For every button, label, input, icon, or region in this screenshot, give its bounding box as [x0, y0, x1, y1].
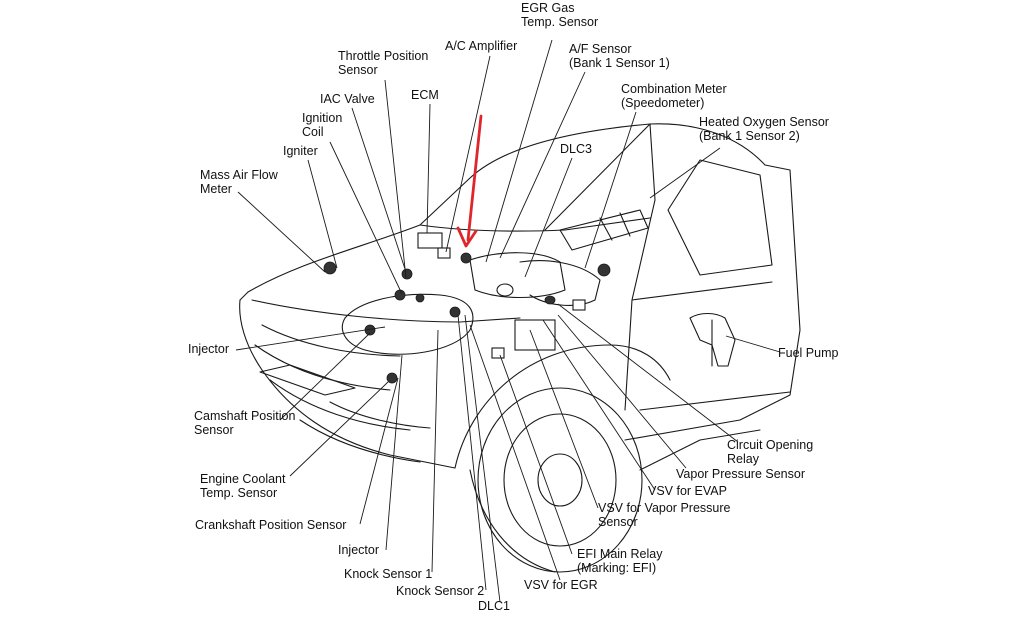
components: [323, 232, 611, 384]
label-knock-sensor-1: Knock Sensor 1: [344, 567, 433, 581]
label-vsv-for-vapor-pressure-sensor: VSV for Vapor Pressure Sensor: [598, 501, 731, 529]
leader-lines: [235, 39, 781, 603]
label-mass-air-flow-meter: Mass Air Flow Meter: [200, 168, 278, 196]
label-ecm: ECM: [411, 88, 439, 102]
vsv-part: [544, 295, 556, 305]
egr-box: [572, 299, 586, 311]
label-engine-coolant-temp-sensor: Engine Coolant Temp. Sensor: [200, 472, 286, 500]
label-vsv-for-egr: VSV for EGR: [524, 578, 598, 592]
label-vapor-pressure-sensor: Vapor Pressure Sensor: [676, 467, 805, 481]
label-ignition-coil: Ignition Coil: [302, 111, 343, 139]
label-ac-amplifier: A/C Amplifier: [445, 39, 518, 53]
label-igniter: Igniter: [283, 144, 318, 158]
label-af-sensor: A/F Sensor (Bank 1 Sensor 1): [569, 42, 670, 70]
evap-canister: [514, 319, 556, 351]
label-fuel-pump: Fuel Pump: [778, 346, 839, 360]
label-crankshaft-position-sensor: Crankshaft Position Sensor: [195, 518, 347, 532]
dlc3-connector: [496, 283, 514, 297]
label-egr-gas-temp-sensor: EGR Gas Temp. Sensor: [521, 1, 599, 29]
igniter-part: [415, 293, 425, 303]
maf-meter-part: [323, 261, 337, 275]
ecm-box: [417, 232, 443, 249]
label-circuit-opening-relay: Circuit Opening Relay: [727, 438, 814, 466]
label-iac-valve: IAC Valve: [320, 92, 375, 106]
label-knock-sensor-2: Knock Sensor 2: [396, 584, 485, 598]
label-dlc3: DLC3: [560, 142, 592, 156]
iac-valve-part: [401, 268, 413, 280]
efi-relay-box: [491, 347, 505, 359]
label-injector-bottom: Injector: [338, 543, 379, 557]
label-dlc1: DLC1: [478, 599, 510, 613]
oxygen-sensor-part: [597, 263, 611, 277]
label-efi-main-relay: EFI Main Relay (Marking: EFI): [577, 547, 663, 575]
label-camshaft-position-sensor: Camshaft Position Sensor: [194, 409, 296, 437]
ignition-coil-part: [394, 289, 406, 301]
label-injector-left: Injector: [188, 342, 229, 356]
label-throttle-position-sensor: Throttle Position Sensor: [338, 49, 429, 77]
label-heated-oxygen-sensor: Heated Oxygen Sensor (Bank 1 Sensor 2): [699, 115, 829, 143]
label-combination-meter: Combination Meter (Speedometer): [621, 82, 727, 110]
injector-part: [449, 306, 461, 318]
red-arrow: [456, 114, 483, 248]
truck-body-outline: [239, 123, 801, 573]
af-sensor-part: [460, 252, 472, 264]
label-vsv-for-evap: VSV for EVAP: [648, 484, 727, 498]
ac-amplifier-box: [437, 247, 451, 259]
coolant-sensor-part: [386, 372, 398, 384]
